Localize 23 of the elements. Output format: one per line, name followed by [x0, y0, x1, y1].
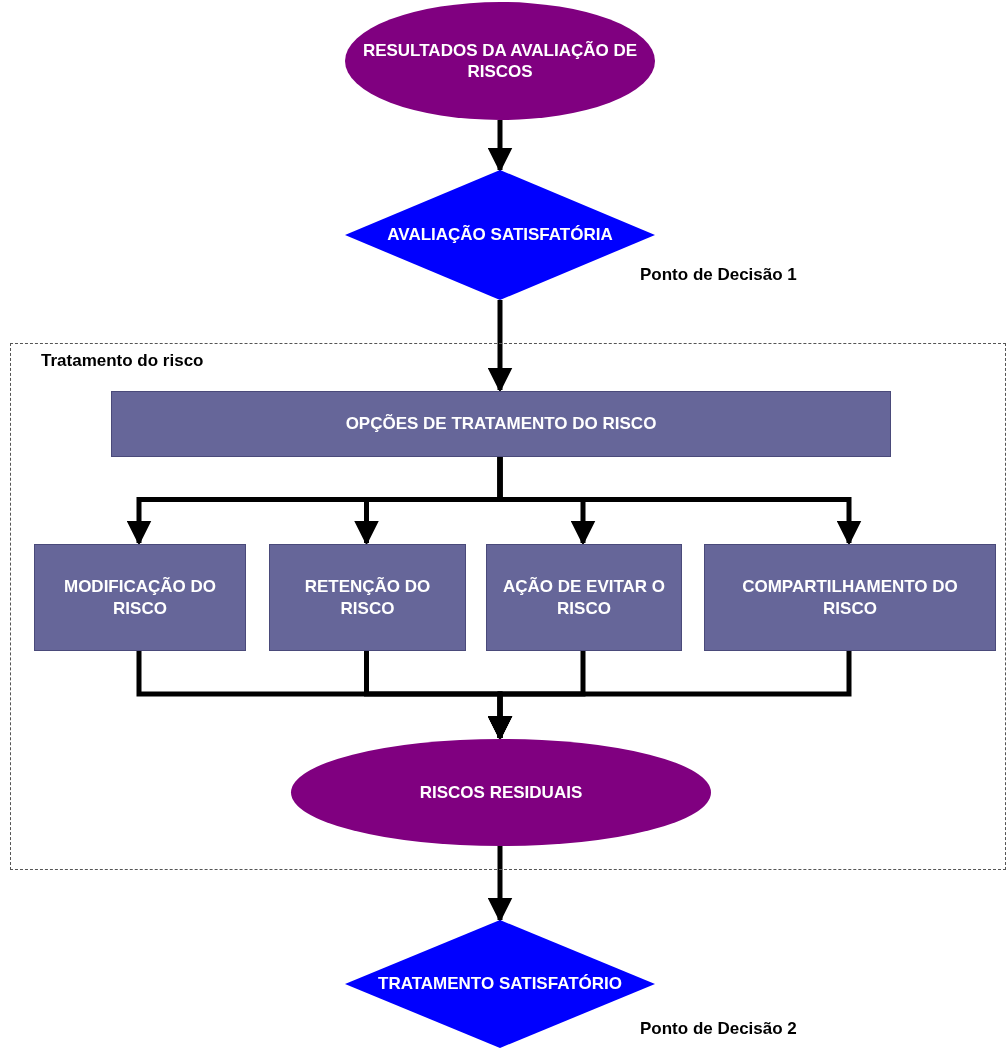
arrow: [487, 845, 513, 923]
node-label: COMPARTILHAMENTO DO RISCO: [741, 576, 959, 619]
node-label: RETENÇÃO DO RISCO: [303, 576, 432, 619]
node-label: MODIFICAÇÃO DO RISCO: [62, 576, 217, 619]
arrow: [487, 120, 513, 173]
arrow: [487, 650, 852, 741]
process-box: [34, 544, 246, 651]
node-label: AVALIAÇÃO SATISFATÓRIA: [387, 224, 613, 246]
process-box: [111, 391, 891, 457]
node-label: TRATAMENTO SATISFATÓRIO: [378, 973, 622, 995]
decision-point-label: Ponto de Decisão 1: [640, 264, 797, 286]
node-label: RESULTADOS DA AVALIAÇÃO DE RISCOS: [361, 39, 639, 83]
process-box: [486, 544, 682, 651]
decision-point-label: Ponto de Decisão 2: [640, 1018, 797, 1040]
arrow: [487, 300, 513, 393]
group-frame: [10, 343, 1006, 870]
process-box: [704, 544, 996, 651]
node-label: RISCOS RESIDUAIS: [419, 781, 583, 804]
group-heading: Tratamento do risco: [41, 350, 204, 372]
process-box: [269, 544, 466, 651]
node-label: OPÇÕES DE TRATAMENTO DO RISCO: [345, 413, 657, 435]
arrow: [497, 456, 862, 546]
node-label: AÇÃO DE EVITAR O RISCO: [501, 576, 667, 619]
